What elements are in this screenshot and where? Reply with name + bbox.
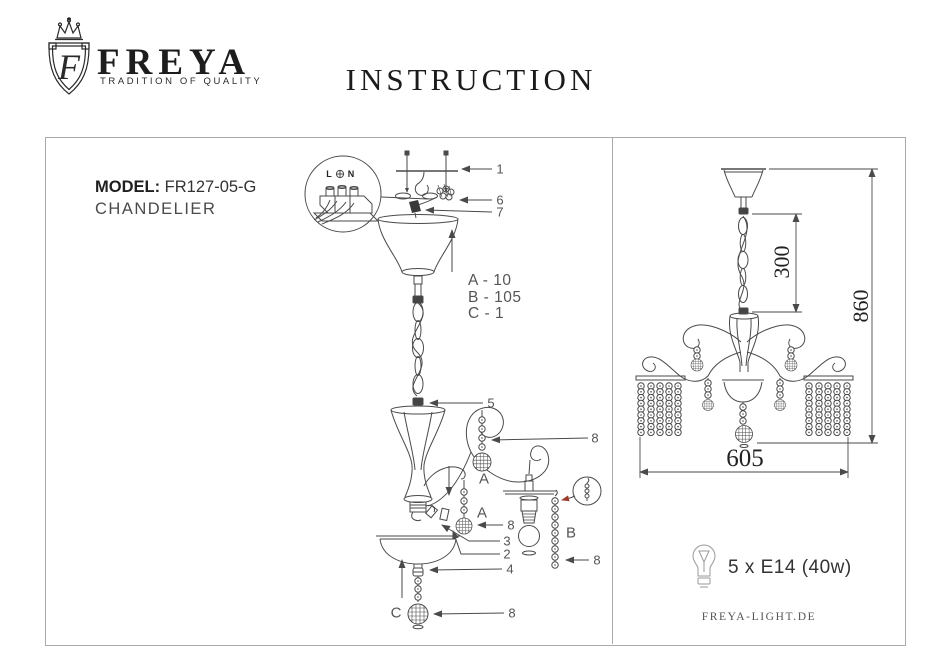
right-canopy [721,168,766,208]
bulb-spec: 5 x E14 (40w) [728,557,852,578]
callout-3: 3 [503,533,511,549]
wiring-inset-detail [304,155,429,233]
bead-strand-b [551,489,559,569]
dim-height-860: 860 [848,289,873,323]
instruction-panel [45,137,906,646]
label-a-lower: A [476,504,488,522]
brand-name: FREYA [97,42,252,83]
terminal-live-label: L [326,169,332,179]
callout-8-strand-b: 8 [593,552,601,568]
callout-4: 4 [506,561,514,577]
right-chain [737,207,749,315]
freya-crest-icon: F [48,17,90,95]
mounting-bracket [395,150,458,200]
dimension-drawing [635,168,878,478]
callout-8-pendant-a: 8 [507,517,515,533]
callout-1: 1 [496,161,504,177]
arm-left-group [642,324,742,411]
callout-leaders [425,165,589,618]
product-type: CHANDELIER [95,200,217,218]
arm-hub [409,501,450,522]
chandelier-column [390,405,446,503]
earth-symbol-icon [335,169,345,179]
label-a-upper: A [478,470,490,488]
dim-chain-300: 300 [769,245,794,279]
model-label: MODEL: [95,178,161,196]
crown-icon [55,17,83,41]
bead-curtain-left [635,375,686,436]
canopy [377,214,459,285]
arm-right-group [746,324,846,411]
callout-5: 5 [487,395,495,411]
count-b: B - 105 [468,288,522,306]
label-c: C [390,604,402,622]
dim-width-605: 605 [726,445,764,472]
callout-6: 6 [496,192,504,208]
website: FREYA-LIGHT.DE [701,611,817,623]
callout-8-bottom: 8 [508,605,516,621]
hanging-chain [411,284,424,406]
candle-socket-and-bulb [503,474,556,556]
terminal-neutral-label: N [347,169,355,179]
brand-tagline: TRADITION OF QUALITY [100,76,263,87]
panel-divider [612,137,613,644]
model-value: FR127-05-G [164,178,257,196]
model-line: MODEL: FR127-05-G [95,178,256,197]
right-chandelier-body [635,312,854,448]
count-a: A - 10 [468,272,512,289]
count-c: C - 1 [468,305,505,322]
callout-8-arm: 8 [591,430,599,446]
bead-curtain-right [803,375,854,436]
bottom-crystal-pendant [408,576,428,630]
monogram: F [57,47,81,87]
hook-inset-detail [561,476,602,506]
scroll-arm [427,406,550,507]
wire-connectors [409,183,455,219]
bulb-icon [692,544,716,588]
callout-7: 7 [496,204,504,220]
dimension-lines [639,168,878,478]
parts-count-list: A - 10 B - 105 C - 1 [468,272,522,323]
page-title: INSTRUCTION [345,62,597,97]
callout-2: 2 [503,546,511,562]
label-b: B [565,524,577,542]
shield-icon [48,42,90,95]
